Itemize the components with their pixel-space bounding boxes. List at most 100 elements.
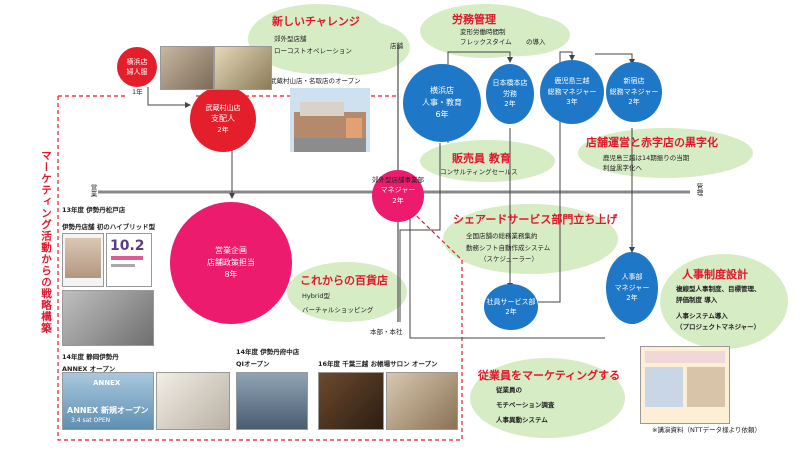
circle-years: 2年 <box>628 98 640 107</box>
note-hr-design-2: 評価制度 導入 <box>676 296 718 304</box>
photo-annex-interior <box>156 372 230 430</box>
circle-nihonbashi: 日本橋本店 労務 2年 <box>486 64 534 124</box>
note-employee-3: 人事異動システム <box>496 416 548 424</box>
circle-shinjuku: 新宿店 総務マネジャー 2年 <box>606 62 662 122</box>
circle-line1: 営業企画 <box>215 246 247 255</box>
cloud-new-challenge <box>300 20 410 75</box>
note-labor-3: の導入 <box>526 38 546 46</box>
heading-employee-mkt: 従業員をマーケティングする <box>478 369 621 382</box>
photo-lecture-slide <box>640 346 730 424</box>
flyer-date: 10.2 <box>110 238 145 254</box>
circle-line1: 日本橋本店 <box>492 79 528 88</box>
note-labor-2: フレックスタイム <box>460 38 512 46</box>
cloud-future <box>287 262 407 322</box>
note-future-1: Hybrid型 <box>302 292 330 300</box>
circle-years: 3年 <box>566 98 578 107</box>
flyer-band <box>111 264 135 267</box>
axis-label-left: 営業 <box>89 184 97 197</box>
heading-future-dept: これからの百貨店 <box>300 274 388 287</box>
circle-line1: 横浜店 <box>430 86 454 95</box>
circle-line1: 横浜店 <box>126 57 148 66</box>
photo-musashi-entrance <box>214 46 272 90</box>
photo-fuchu-exterior <box>236 372 308 430</box>
cloud-sales-edu <box>420 140 555 182</box>
note-new-challenge-1: 郊外型店舗 <box>274 35 307 43</box>
circle-line1: 社員サービス部 <box>486 297 536 306</box>
circle-years: 8年 <box>224 270 238 279</box>
circle-musashi: 武蔵村山店 支配人 2年 <box>190 86 256 152</box>
photo-matsudo-flyer: 10.2 <box>106 233 152 287</box>
poster-photos <box>65 238 101 278</box>
slide-image <box>645 367 683 407</box>
circle-line2: 店舗政策担当 <box>207 258 255 267</box>
photo-musashi-building <box>290 88 370 152</box>
cloud-kuroji <box>578 128 753 178</box>
cloud-hr-design <box>660 254 788 349</box>
circle-line2: 婦人服 <box>126 68 148 76</box>
circle-line2: マネジャー <box>614 283 650 292</box>
note-hr-design-4: （プロジェクトマネジャー） <box>676 323 761 331</box>
heading-labor: 労務管理 <box>452 13 496 26</box>
note-shared-2: 勤務シフト自動作成システム <box>466 244 551 252</box>
circle-suburban-manager: 郊外型店舗事業部 マネジャー 2年 <box>372 170 424 222</box>
event-shizuoka-1: 14年度 静岡伊勢丹 <box>62 353 119 361</box>
annex-date-text: 3.4 sat OPEN <box>71 417 111 424</box>
circle-line2: マネジャー <box>380 186 416 195</box>
note-shared-1: 全国店舗の総務業務集約 <box>466 232 538 240</box>
event-fuchu-1: 14年度 伊勢丹府中店 <box>236 348 300 356</box>
circle-years: 2年 <box>217 126 229 134</box>
circle-line2: 支配人 <box>211 114 235 123</box>
annex-open-text: ANNEX 新規オープン <box>67 406 149 415</box>
note-future-2: バーチャルショッピング <box>302 306 374 314</box>
axis-label-right: 管理 <box>695 183 703 196</box>
note-kuroji-2: 利益黒字化へ <box>603 164 642 172</box>
circle-line2: 総務マネジャー <box>547 87 597 96</box>
heading-kuroji: 店舗運営と赤字店の黒字化 <box>586 136 718 149</box>
heading-hr-design: 人事制度設計 <box>682 268 748 281</box>
event-isetan-hybrid: 伊勢丹店舗 初のハイブリッド型 <box>62 223 156 231</box>
circle-line1: 武蔵村山店 <box>205 103 241 112</box>
photo-crowd <box>62 290 154 346</box>
note-labor-1: 変形労働時間制 <box>460 28 506 36</box>
event-matsudo: 13年度 伊勢丹松戸店 <box>62 206 126 214</box>
note-hr-design-3: 人事システム導入 <box>676 312 728 320</box>
note-employee-2: モチベーション調査 <box>496 401 555 409</box>
cloud-employee-mkt <box>470 358 625 438</box>
note-hr-design-1: 複線型人事制度、目標管理、 <box>676 285 761 293</box>
circle-years: 6年 <box>435 110 449 119</box>
heading-sales-edu: 販売員 教育 <box>452 152 511 165</box>
note-new-challenge-2: ローコストオペレーション <box>274 47 352 55</box>
event-chiba: 16年度 千葉三越 お帳場サロン オープン <box>318 360 438 368</box>
axis-label-bottom: 本部・本社 <box>370 328 403 336</box>
axis-label-top: 店舗 <box>390 42 403 50</box>
cloud-labor <box>470 14 570 56</box>
note-sales-edu-1: コンサルティングセールス <box>440 168 518 176</box>
circle-years: 2年 <box>626 294 638 303</box>
circle-line1: 郊外型店舗事業部 <box>372 175 424 184</box>
flyer-band <box>111 256 143 260</box>
circle-yokohama-top-years: 1年 <box>132 88 143 96</box>
circle-years: 2年 <box>504 100 516 109</box>
circle-kagoshima: 鹿児島三越 総務マネジャー 3年 <box>540 60 604 124</box>
circle-line2: 人事・教育 <box>422 98 462 107</box>
heading-new-challenge: 新しいチャレンジ <box>272 15 360 28</box>
circle-yokohama-top: 横浜店 婦人服 <box>117 47 157 87</box>
slide-header <box>645 351 725 363</box>
circle-line2: 総務マネジャー <box>609 87 659 96</box>
event-shizuoka-2: ANNEX オープン <box>62 365 116 373</box>
lecture-caption: ※講演資料（NTTデータ様より依頼） <box>652 426 762 434</box>
circle-yokohama-hr: 横浜店 人事・教育 6年 <box>403 64 481 142</box>
circle-line2: 労務 <box>503 89 517 98</box>
vertical-title: マーケティング活動からの戦略構築 <box>40 150 52 334</box>
circle-line1: 人事部 <box>621 273 643 282</box>
annex-sign: ANNEX <box>93 379 121 387</box>
slide-image <box>687 367 725 407</box>
photo-chiba-salon-2 <box>386 372 458 430</box>
cloud-shared <box>443 204 618 274</box>
photo-matsudo-poster <box>62 233 104 287</box>
heading-shared-setup: シェアードサービス部門立ち上げ <box>453 213 618 226</box>
circle-line1: 新宿店 <box>623 77 645 86</box>
circle-years: 2年 <box>505 308 517 316</box>
circle-hr-dept: 人事部 マネジャー 2年 <box>606 252 658 324</box>
note-musashi-open: 武蔵村山店・名取店のオープン <box>270 77 361 85</box>
